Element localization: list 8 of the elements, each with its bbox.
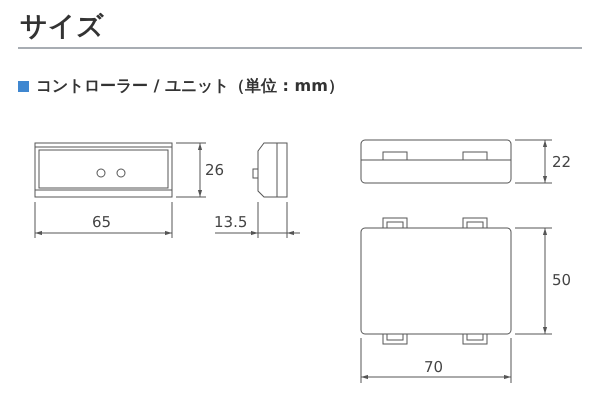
page-heading: サイズ: [20, 10, 104, 44]
section-heading: コントローラー / ユニット（単位 : mm）: [36, 76, 344, 97]
dimension-label: 50: [552, 271, 572, 289]
dimension-label: 65: [92, 213, 112, 231]
dimension-label: 13.5: [214, 213, 248, 231]
dimension-label: 70: [424, 358, 444, 376]
dimension-label: 22: [552, 153, 572, 171]
dimension-label: 26: [205, 161, 224, 179]
